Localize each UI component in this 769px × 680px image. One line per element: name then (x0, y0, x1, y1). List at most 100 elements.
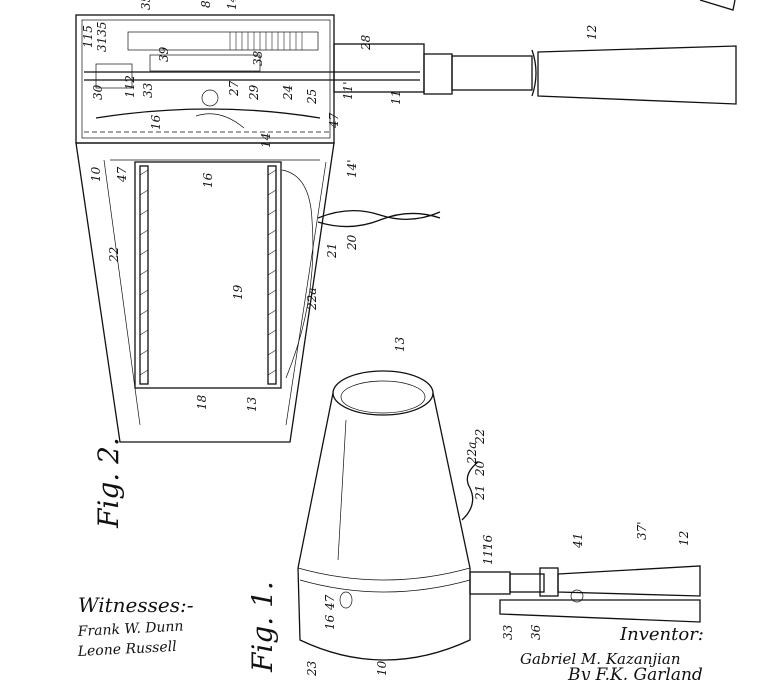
reference-numeral: 12 (677, 531, 691, 546)
reference-numeral: 28 (359, 34, 373, 51)
reference-numeral: 38 (251, 50, 265, 66)
twisted-cord-b (317, 212, 441, 228)
reference-numeral: 21 (473, 485, 487, 501)
reference-numeral: 23 (305, 660, 319, 677)
nozzle-shell (75, 142, 335, 443)
cone-side-left (297, 392, 334, 569)
coil-left (139, 165, 149, 385)
reference-numeral: 19 (231, 284, 245, 300)
reference-numeral: 10 (375, 660, 389, 676)
gear-teeth (229, 32, 303, 50)
handle-grip-lower (499, 599, 701, 623)
reference-numeral: 115 (81, 25, 95, 48)
shaft-bearing (95, 63, 133, 89)
reference-numeral: 11 (389, 90, 403, 105)
cone-side-right (432, 392, 471, 569)
inventor-name: Gabriel M. Kazanjian (520, 650, 681, 668)
reference-numeral: 16 (201, 172, 215, 188)
reference-numeral: 30 (91, 84, 105, 100)
reference-numeral: 47 (323, 594, 337, 611)
reference-numeral: 11' (341, 81, 355, 100)
reference-numeral: 21 (325, 243, 339, 259)
motor-housing (75, 14, 335, 144)
signature-block: Witnesses:- Frank W. Dunn Leone Russell … (76, 593, 703, 680)
reference-numeral: 47 (115, 166, 129, 183)
reference-numeral: 33 (141, 82, 155, 98)
motor-housing-inner (81, 19, 331, 139)
reference-numeral: 14' (345, 159, 359, 178)
reference-numeral: 47 (327, 112, 341, 129)
reference-numeral: 8 (199, 0, 213, 8)
internal-wire (281, 169, 314, 379)
fan-blade (95, 108, 321, 119)
reference-numeral: 22a (305, 288, 319, 311)
reference-numeral: 39 (157, 46, 171, 62)
figure-labels: Fig. 2. Fig. 1. (92, 437, 279, 673)
cord-entry (461, 461, 479, 521)
nozzle-wall-right (285, 161, 327, 426)
reference-numeral: 36 (529, 624, 543, 640)
handle-neck (509, 573, 545, 593)
reference-numeral: 12 (585, 25, 599, 40)
fan-spring (195, 113, 245, 129)
fan-hub (201, 89, 219, 107)
reference-numeral: 16 (149, 114, 163, 130)
reference-numeral: 22 (107, 247, 121, 263)
handle-grip-upper (557, 565, 701, 597)
reference-numeral: 18 (195, 394, 209, 410)
reference-numeral: 37' (635, 521, 649, 540)
heating-cylinder (134, 161, 282, 389)
reference-numeral: 11' (481, 546, 495, 565)
reference-numeral: 24 (281, 85, 295, 101)
reference-numeral: 20 (345, 234, 359, 251)
reference-numeral: 3135 (95, 21, 109, 52)
handle-ferrule (469, 571, 511, 595)
witness-2-signature: Leone Russell (76, 639, 177, 660)
reference-numeral: 27 (227, 80, 241, 97)
nozzle-mouth-inner (340, 380, 426, 414)
cone-base-seam (297, 567, 471, 581)
reference-numeral: 10 (89, 166, 103, 182)
motor-casing (297, 567, 471, 661)
reference-numeral: 33 (501, 624, 515, 640)
reference-numeral: 20 (473, 460, 487, 477)
reference-numeral: 14 (259, 133, 273, 148)
witness-1-signature: Frank W. Dunn (76, 618, 184, 640)
reference-numeral: 22 (473, 429, 487, 445)
inventor-heading: Inventor: (619, 624, 704, 645)
reference-numeral: 112 (123, 75, 137, 98)
handle-neck (451, 55, 533, 91)
reference-numeral: 14 (225, 0, 239, 10)
coil-right (267, 165, 277, 385)
reference-numeral: 16 (481, 534, 495, 550)
nozzle-wall-left (103, 159, 141, 426)
fig1-label: Fig. 1. (246, 581, 279, 673)
switch-knob (339, 591, 353, 609)
handle-grip (537, 45, 737, 105)
reference-numeral: 13 (245, 396, 259, 412)
ferrule (423, 53, 453, 95)
reference-numeral: 25 (305, 89, 319, 105)
gear-train (127, 31, 319, 51)
fig1-perspective-view (297, 370, 701, 661)
fig2-sectional-view (75, 14, 737, 443)
coil-hatching (139, 169, 277, 376)
fig2-label: Fig. 2. (92, 437, 125, 529)
reference-numeral: 16 (323, 614, 337, 630)
reference-numeral: 41 (571, 533, 585, 549)
cone-inner-line (337, 419, 347, 561)
sheet-corner-fragment (699, 0, 736, 11)
reference-numeral: 35 (139, 0, 153, 10)
reference-numeral: 22a (465, 442, 479, 465)
twisted-cord-a (317, 210, 441, 220)
reference-numeral: 29 (247, 84, 261, 101)
switch-spring (570, 589, 584, 603)
casing-band (299, 579, 471, 593)
handle-collar (531, 49, 537, 97)
attorney-signature: By F.K. Garland (567, 665, 703, 680)
drive-assembly (149, 54, 261, 72)
